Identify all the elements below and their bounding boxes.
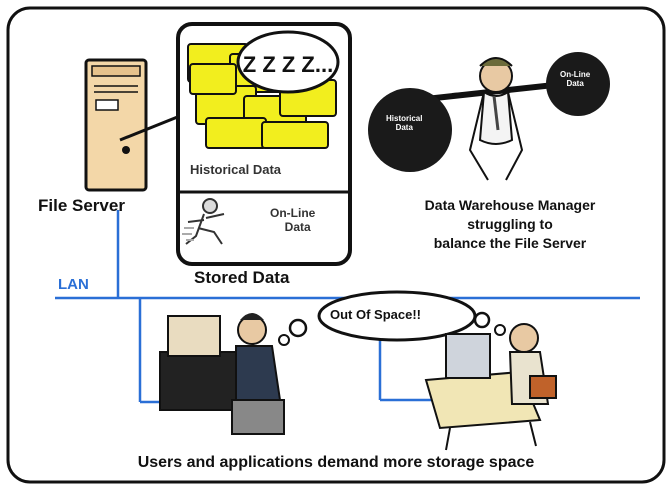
folders-icon [187, 43, 337, 149]
user-workstation-right-icon [424, 323, 557, 451]
user-workstation-left-icon [159, 313, 285, 435]
historical-data-label: Historical Data [190, 162, 282, 177]
lan-label: LAN [58, 276, 89, 293]
snore-text: Z Z Z Z... [243, 52, 333, 77]
thought-bubble [278, 290, 506, 346]
manager-caption-line2: struggling to [467, 216, 553, 232]
runner-icon [182, 198, 225, 245]
manager-icon [368, 52, 610, 181]
snore-bubble: Z Z Z Z... [236, 30, 340, 94]
stored-data-label: Stored Data [194, 268, 290, 287]
online-weight-line1: On-Line [560, 70, 591, 79]
online-weight-line2: Data [566, 79, 584, 88]
manager-caption: Data Warehouse Manager struggling to bal… [370, 196, 650, 253]
online-data-line1: On-Line [270, 206, 316, 220]
online-data-label: On-Line Data [270, 206, 315, 234]
historical-weight-line1: Historical [386, 114, 423, 123]
historical-weight-label: Historical Data [386, 114, 422, 132]
historical-weight-line2: Data [395, 123, 413, 132]
manager-caption-line1: Data Warehouse Manager [424, 197, 596, 213]
footer-caption: Users and applications demand more stora… [137, 454, 535, 471]
file-server-label: File Server [38, 196, 125, 215]
online-weight-label: On-Line Data [560, 70, 590, 88]
file-server-icon [84, 58, 148, 192]
out-of-space-label: Out Of Space!! [330, 307, 422, 322]
manager-caption-line3: balance the File Server [433, 235, 587, 251]
online-data-line2: Data [284, 220, 311, 234]
